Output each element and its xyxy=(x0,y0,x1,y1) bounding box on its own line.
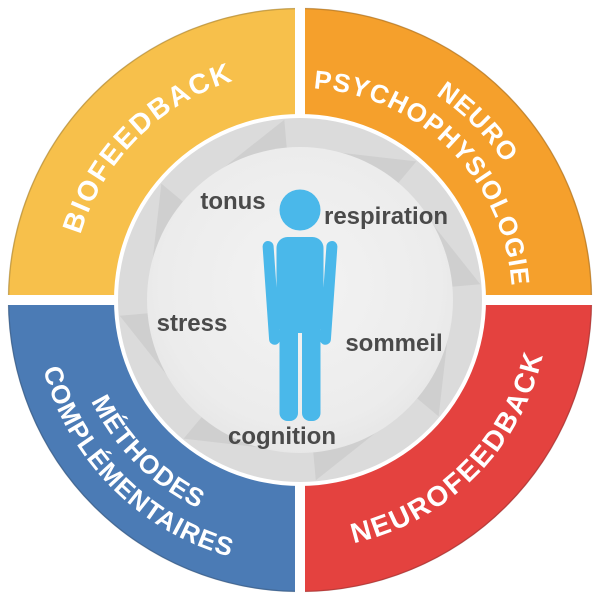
label-tonus: tonus xyxy=(200,188,265,215)
segment-biofeedback xyxy=(8,8,300,300)
segment-neuro-psychophysiologie xyxy=(300,8,592,300)
figure-left-leg xyxy=(279,300,298,421)
figure-left-arm xyxy=(262,240,281,345)
segment-methodes-complementaires xyxy=(8,300,300,592)
figure-right-leg xyxy=(302,300,321,421)
label-respiration: respiration xyxy=(324,203,448,230)
label-sommeil: sommeil xyxy=(345,330,442,357)
center-labels: tonus respiration stress sommeil cogniti… xyxy=(157,188,448,450)
figure-head xyxy=(279,189,321,231)
segment-neurofeedback xyxy=(300,300,592,592)
figure-right-arm xyxy=(319,240,338,345)
human-figure xyxy=(262,189,338,421)
label-stress: stress xyxy=(157,310,228,337)
label-cognition: cognition xyxy=(228,423,336,450)
